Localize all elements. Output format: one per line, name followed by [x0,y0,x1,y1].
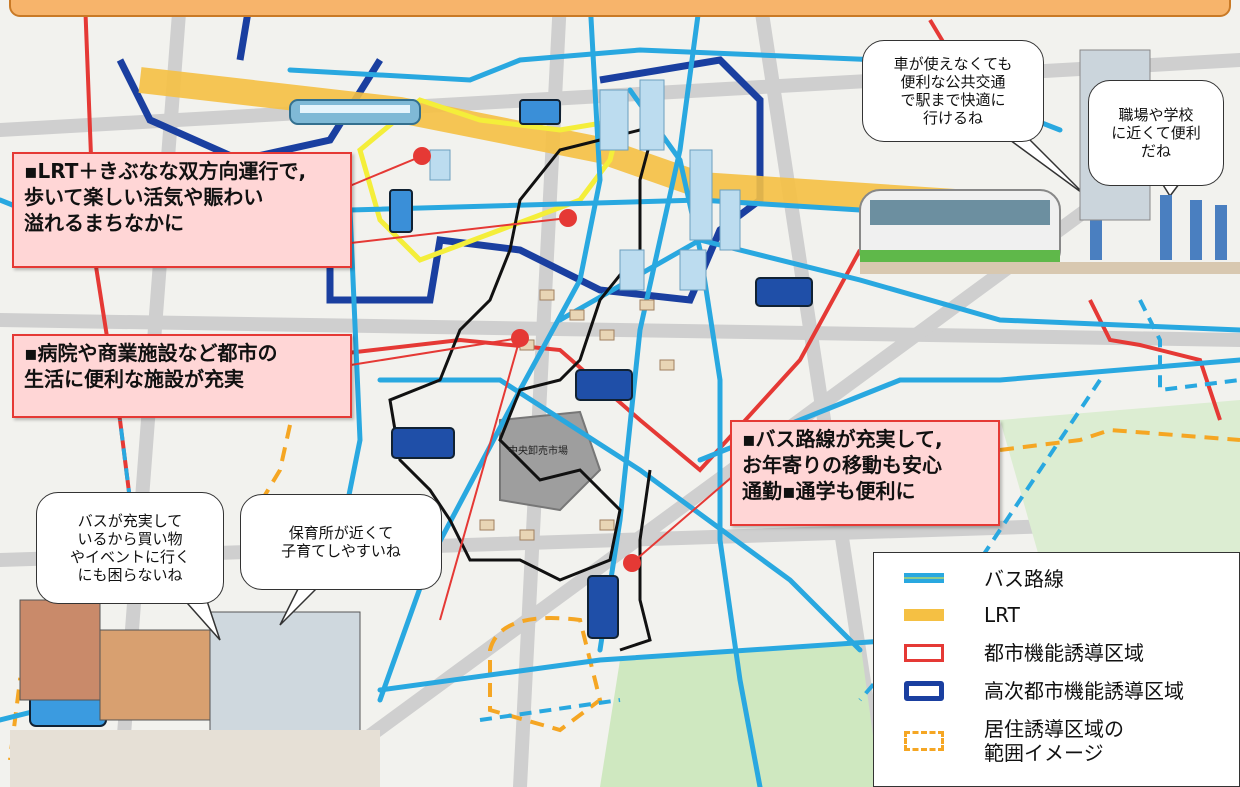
map-legend: バス路線 LRT 都市機能誘導区域 高次都市機能誘導区域 居住誘導区域の 範囲イ… [873,552,1240,787]
houses [479,289,675,541]
bus-icons [29,99,813,727]
hospital-callout: ▪病院や商業施設など都市の 生活に便利な施設が充実 [12,334,352,418]
lrt-callout: ▪LRT＋きぶなな双方向運行で, 歩いて楽しい活気や賑わい 溢れるまちなかに [12,152,352,268]
street-buildings [10,599,380,787]
market-area [499,410,602,512]
bus-route-dashed [118,299,1240,722]
speech-bubble-shopping: バスが充実して いるから買い物 やイベントに行く にも困らないね [36,492,224,604]
top-banner [9,0,1231,17]
legend-label: バス路線 [984,567,1064,591]
market-label: 中央卸売市場 [508,446,568,457]
legend-label: LRT [984,603,1020,627]
lrt-train-right [859,189,1061,271]
bus-route-swatch [904,573,944,583]
buildings [429,79,741,291]
bus-callout: ▪バス路線が充実して, お年寄りの移動も安心 通勤▪通学も便利に [730,420,1000,526]
speech-bubble-workplace: 職場や学校 に近くて便利 だね [1088,80,1224,186]
district-east-outline [619,469,652,652]
residential-zone-swatch [904,731,944,751]
lrt-loop [357,97,624,263]
advanced-zone-swatch [904,681,944,701]
speech-bubble-nursery: 保育所が近くて 子育てしやすいね [240,494,442,590]
urban-zone-swatch [904,644,944,662]
callout-dots [413,147,641,572]
legend-label: 都市機能誘導区域 [984,641,1144,665]
park-area [600,640,880,787]
speech-bubble-car: 車が使えなくても 便利な公共交通 で駅まで快適に 行けるね [862,40,1044,142]
park-area [1000,400,1240,560]
legend-label: 居住誘導区域の 範囲イメージ [984,717,1124,765]
platform [860,262,1240,274]
lrt-train-top [289,99,421,125]
lrt-swatch [904,609,944,621]
legend-label: 高次都市機能誘導区域 [984,679,1184,703]
